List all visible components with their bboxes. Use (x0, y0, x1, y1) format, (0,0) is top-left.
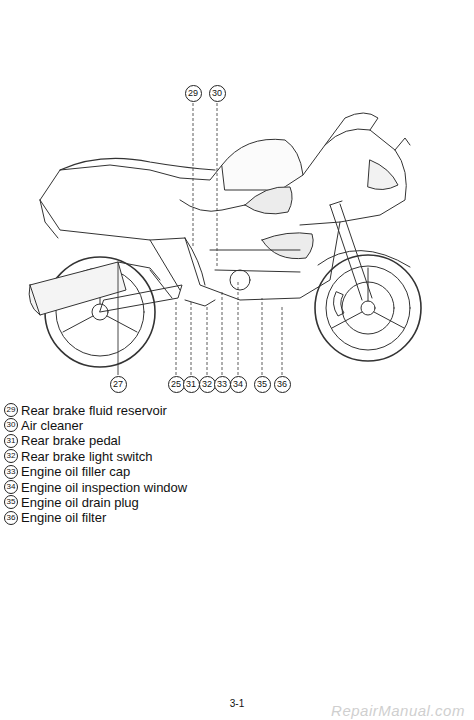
callout-number: 35 (4, 495, 18, 509)
callout-number: 34 (230, 376, 247, 393)
callout-number: 33 (4, 465, 18, 479)
callout-number: 31 (183, 376, 200, 393)
callout-number: 34 (4, 480, 18, 494)
callout-number: 32 (4, 449, 18, 463)
part-name: Rear brake fluid reservoir (21, 403, 167, 418)
callout-number: 29 (4, 403, 18, 417)
callout-number: 30 (209, 85, 226, 102)
part-name: Engine oil filter (21, 510, 106, 525)
callout-number: 29 (185, 85, 202, 102)
callout-number: 33 (214, 376, 231, 393)
callout-number: 36 (4, 511, 18, 525)
callout-number: 30 (4, 418, 18, 432)
part-name: Engine oil filler cap (21, 464, 130, 479)
callout-number: 27 (110, 376, 127, 393)
page-number: 3-1 (230, 698, 244, 709)
callout-number: 32 (199, 376, 216, 393)
part-name: Rear brake pedal (21, 433, 121, 448)
watermark: RepairManual.com (331, 702, 465, 719)
part-name: Engine oil drain plug (21, 495, 139, 510)
callout-number: 36 (274, 376, 291, 393)
callout-number: 25 (168, 376, 185, 393)
callout-number: 35 (254, 376, 271, 393)
part-name: Engine oil inspection window (21, 480, 187, 495)
part-name: Air cleaner (21, 418, 83, 433)
callout-number: 31 (4, 434, 18, 448)
part-name: Rear brake light switch (21, 449, 153, 464)
